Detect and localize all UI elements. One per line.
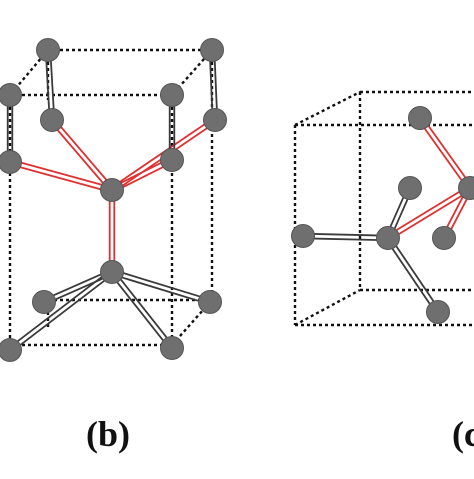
bond-7 [110,271,174,350]
atom-6 [0,151,22,174]
bond-13 [303,234,388,241]
atom-20 [427,301,450,324]
bond-1-strand-0 [50,121,110,191]
atom-12 [0,339,22,362]
atom-0 [37,39,60,62]
atom-16 [399,177,422,200]
atom-7 [161,149,184,172]
atom-14 [292,225,315,248]
atom-3 [161,84,184,107]
atom-1 [201,39,224,62]
atom-2 [0,84,22,107]
atom-4 [41,109,64,132]
atom-15 [377,227,400,250]
bond-4 [110,190,115,272]
bond-15-strand-0 [390,237,440,311]
bond-15-strand-1 [386,239,436,313]
panel-label-c: (c [452,416,474,452]
bond-13-strand-0 [303,238,388,240]
atom-13 [161,337,184,360]
atom-5 [204,109,227,132]
atom-10 [33,291,56,314]
bond-1 [50,119,113,192]
atom-11 [199,291,222,314]
bond-17-strand-0 [418,119,468,189]
bond-17-strand-1 [422,117,472,187]
bond-5 [9,270,114,352]
bond-16 [387,186,471,240]
bond-5-strand-0 [11,274,113,352]
bond-16-strand-0 [387,186,469,236]
cell-edge-12 [295,92,360,125]
atom-9 [101,261,124,284]
bond-7-strand-0 [114,271,174,347]
bond-0-strand-1 [11,160,113,188]
bond-13-strand-1 [303,234,388,236]
atom-8 [101,179,124,202]
panel-label-b: (b) [86,416,130,452]
atom-17 [409,107,432,130]
cell-edge-19 [295,290,360,325]
atom-19 [433,227,456,250]
